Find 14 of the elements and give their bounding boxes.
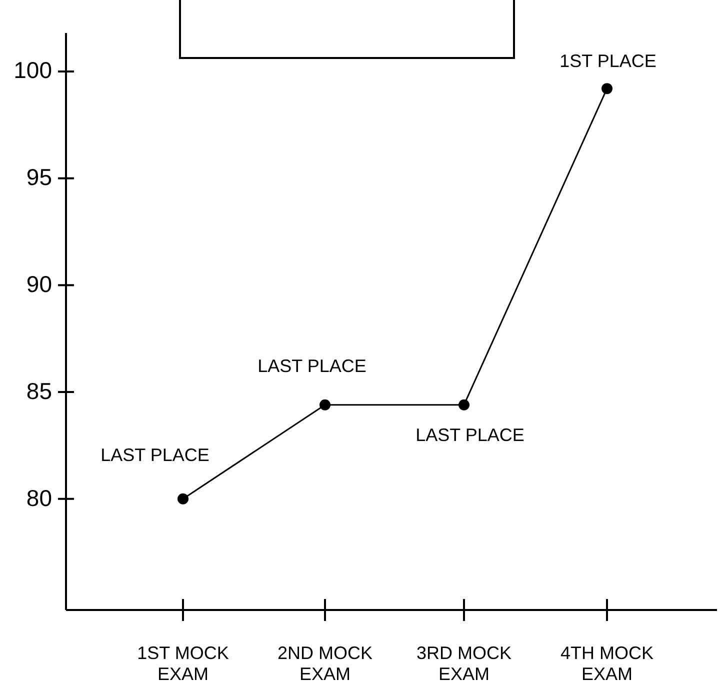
x-tick-label: 1ST MOCK EXAM: [136, 643, 230, 685]
y-tick-label: 80: [25, 486, 52, 510]
y-tick-label: 100: [12, 59, 52, 82]
x-tick-label: 3RD MOCK EXAM: [415, 643, 512, 685]
y-tick-label: 95: [25, 166, 52, 190]
point-annotation: 1ST PLACE: [558, 52, 658, 70]
point-annotation: LAST PLACE: [414, 426, 526, 444]
y-tick-label: 85: [25, 380, 52, 404]
point-annotation: LAST PLACE: [256, 356, 368, 375]
x-tick-label: 4TH MOCK EXAM: [559, 643, 654, 685]
empty-frame: [179, 0, 515, 59]
point-annotation: LAST PLACE: [100, 446, 210, 464]
x-tick-label: 2ND MOCK EXAM: [276, 643, 374, 685]
y-tick-label: 90: [25, 273, 52, 296]
